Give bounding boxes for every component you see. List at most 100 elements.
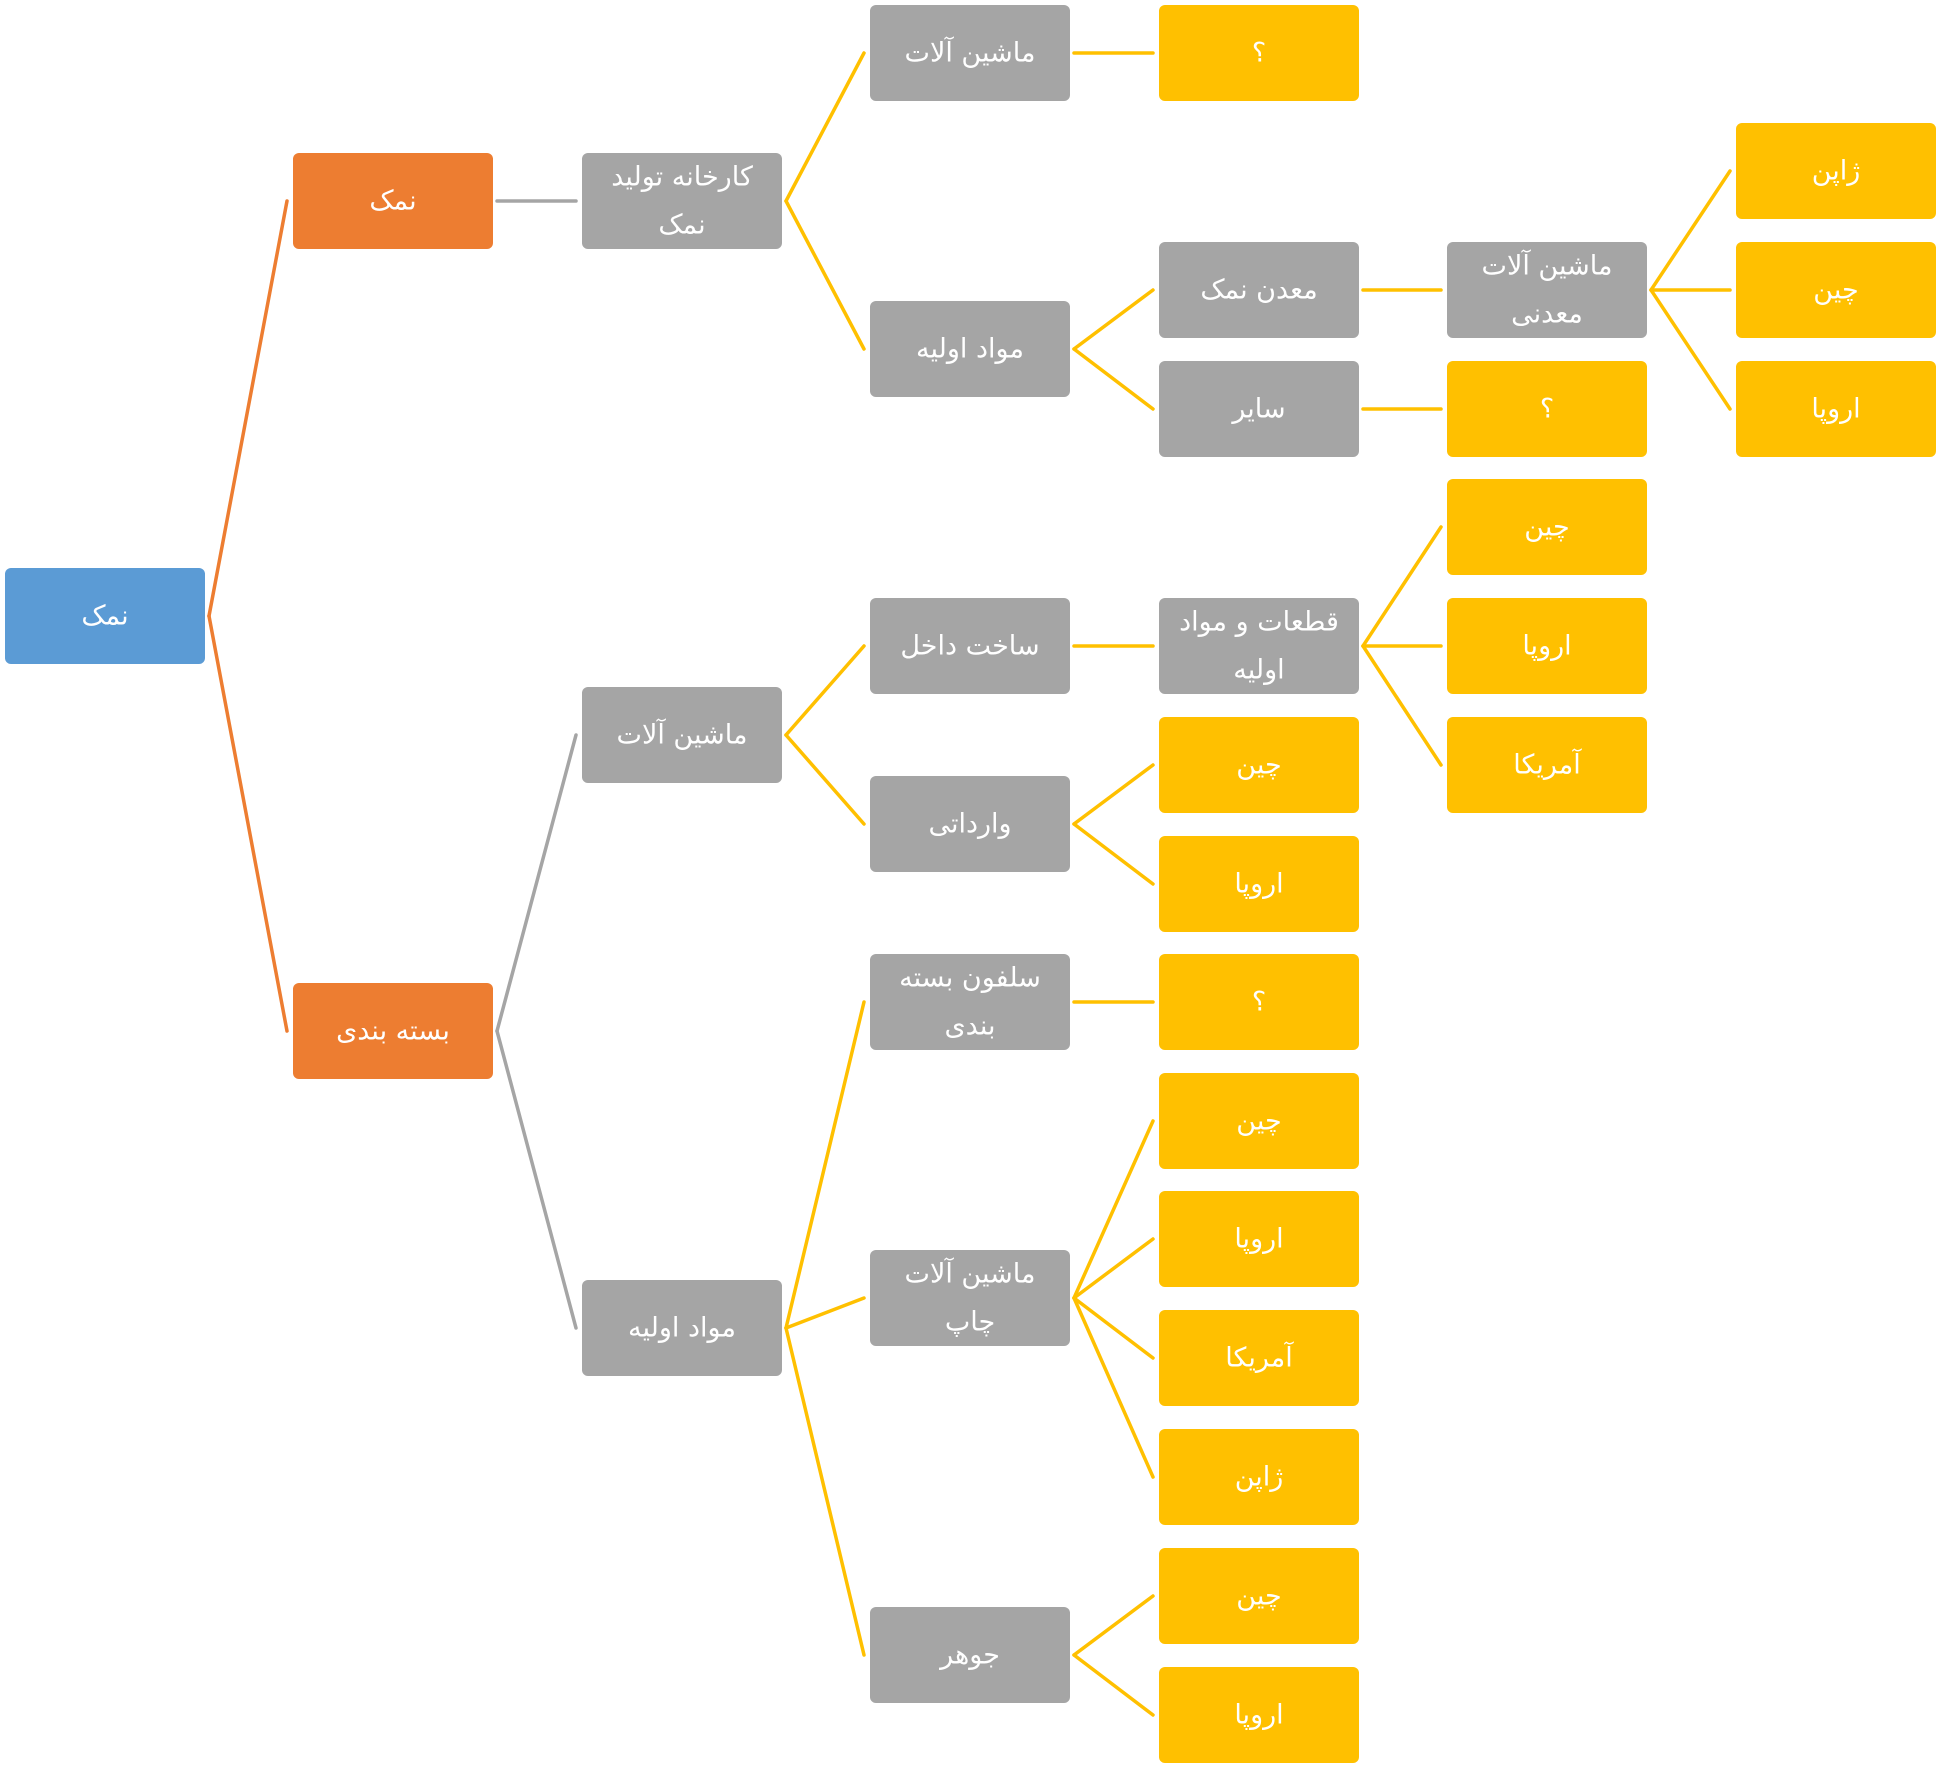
node-label: مواد اولیه [628,1313,736,1344]
node-label: قطعات و مواد [1179,607,1339,638]
node-label: چین [1236,1581,1281,1612]
node-root: نمک [5,568,205,664]
node-ink-china: چین [1159,1548,1359,1644]
node-label: آمریکا [1513,749,1582,781]
connector-imported-to-imp_china [1072,763,1155,826]
node-printing: ماشین آلات چاپ [870,1250,1070,1346]
node-label: بندی [945,1011,996,1042]
node-cellophane-q: ؟ [1159,954,1359,1050]
node-packaging: بسته بندی [293,983,493,1079]
node-box [1159,836,1359,932]
edges-layer [207,51,1732,1717]
node-label: جوهر [938,1640,1000,1671]
node-box [293,153,493,249]
connector-parts-to-parts_america [1361,644,1443,767]
node-box [1736,123,1936,219]
node-other: سایر [1159,361,1359,457]
connector-salt_factory-to-f_raw [784,199,866,351]
node-label: اروپا [1811,394,1860,425]
node-box [1159,242,1359,338]
node-ink-europe: اروپا [1159,1667,1359,1763]
node-other-q: ؟ [1447,361,1647,457]
node-box [1447,479,1647,575]
node-box [293,983,493,1079]
node-label: ماشین آلات [1482,250,1613,282]
node-label: ماشین آلات [905,37,1036,69]
node-imported: وارداتی [870,776,1070,872]
node-label: کارخانه تولید [611,162,753,193]
connector-printing-to-pr_europe [1072,1237,1155,1300]
node-label: چین [1236,1106,1281,1137]
node-box [1159,1191,1359,1287]
connector-printing-to-pr_china [1072,1119,1155,1300]
node-label: آمریکا [1225,1342,1294,1374]
nodes-layer: نمک نمک بسته بندی کارخانه تولید نمک ماشین آلا… [5,5,1936,1763]
node-label: اروپا [1234,869,1283,900]
node-label: سایر [1230,394,1285,425]
node-label: وارداتی [928,809,1011,840]
node-parts-america: آمریکا [1447,717,1647,813]
node-label: اروپا [1234,1700,1283,1731]
connector-f_raw-to-other [1072,347,1155,411]
connector-p_raw-to-printing [784,1296,866,1330]
node-box [1159,361,1359,457]
node-box [1159,1429,1359,1525]
node-f-machinery-q: ؟ [1159,5,1359,101]
connector-mining_machinery-to-mm_europe [1649,288,1732,411]
node-label: چاپ [945,1307,995,1338]
node-box [1447,242,1647,338]
node-box [870,5,1070,101]
node-box [1159,1073,1359,1169]
connector-p_raw-to-ink [784,1326,866,1657]
node-box [1159,5,1359,101]
node-label: ژاپن [1235,1462,1284,1493]
node-label: اروپا [1522,631,1571,662]
node-box [1159,1548,1359,1644]
connector-root-to-salt [207,199,289,618]
node-ink: جوهر [870,1607,1070,1703]
node-box [1159,954,1359,1050]
node-box [870,301,1070,397]
connector-p_raw-to-cellophane [784,1000,866,1330]
node-pr-japan: ژاپن [1159,1429,1359,1525]
node-imp-china: چین [1159,717,1359,813]
node-salt: نمک [293,153,493,249]
node-p-machinery: ماشین آلات [582,687,782,783]
node-box [870,776,1070,872]
connector-p_machinery-to-imported [784,733,866,826]
connector-ink-to-ink_china [1072,1594,1155,1657]
node-box [870,954,1070,1050]
node-f-raw: مواد اولیه [870,301,1070,397]
connector-imported-to-imp_europe [1072,822,1155,886]
node-label: نمک [81,601,128,632]
connector-f_raw-to-salt_mine [1072,288,1155,351]
node-label: مواد اولیه [916,334,1024,365]
node-box [870,598,1070,694]
node-box [870,1607,1070,1703]
node-pr-china: چین [1159,1073,1359,1169]
node-label: ؟ [1252,987,1266,1018]
node-label: ماشین آلات [905,1258,1036,1290]
node-label: ماشین آلات [617,719,748,751]
node-box [1159,1310,1359,1406]
node-label: اروپا [1234,1224,1283,1255]
node-pr-europe: اروپا [1159,1191,1359,1287]
node-parts-china: چین [1447,479,1647,575]
node-box [1736,361,1936,457]
connector-packaging-to-p_raw [495,1029,578,1330]
node-label: ؟ [1540,394,1554,425]
node-label: نمک [658,210,705,241]
connector-packaging-to-p_machinery [495,733,578,1033]
node-label: ؟ [1252,38,1266,69]
node-domestic: ساخت داخل [870,598,1070,694]
node-label: معدنی [1511,299,1583,330]
connector-root-to-packaging [207,614,289,1033]
node-box [1447,361,1647,457]
node-salt-factory: کارخانه تولید نمک [582,153,782,249]
connector-p_machinery-to-domestic [784,644,866,737]
node-label: معدن نمک [1200,275,1317,306]
node-f-machinery: ماشین آلات [870,5,1070,101]
node-box [1159,1667,1359,1763]
connector-printing-to-pr_japan [1072,1296,1155,1479]
